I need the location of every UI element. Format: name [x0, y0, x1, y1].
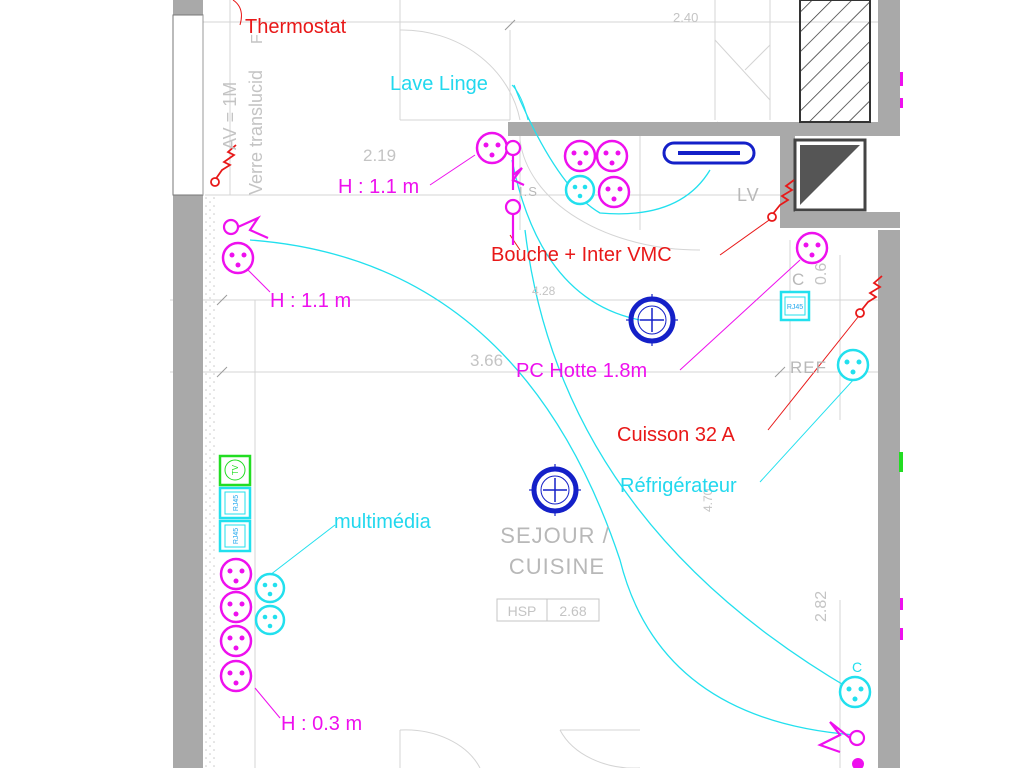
socket-partial-icon — [852, 758, 864, 768]
dimension-top-width: 2.40 — [673, 10, 698, 25]
ceiling-light-kitchen-icon — [626, 294, 678, 346]
height-label-bottom: H : 0.3 m — [281, 713, 362, 735]
tv-outlet-label: TV — [231, 464, 240, 475]
leader-lines — [232, 0, 863, 719]
wall-insulation — [203, 195, 217, 768]
socket-icon — [219, 557, 253, 591]
rj45-outlet: RJ45 — [779, 290, 811, 322]
rj45-outlet-label: RJ45 — [787, 304, 803, 311]
dimension-right-middle: 4.70 — [701, 488, 715, 512]
vertical-window-text: AV = 1M Verre translucid F — [220, 34, 266, 195]
lv-code-label: LV — [737, 185, 760, 205]
window-glass-text: Verre translucid — [246, 70, 266, 195]
socket-icon — [219, 590, 253, 624]
plan-lines — [170, 0, 900, 768]
bouche-vmc-label: Bouche + Inter VMC — [491, 244, 672, 266]
socket-icon — [254, 604, 286, 636]
socket-icon — [563, 139, 597, 173]
lave-linge-label: Lave Linge — [390, 73, 488, 95]
wall-marker — [899, 452, 903, 472]
room-name-line2: CUISINE — [509, 554, 605, 579]
wall-light-icon — [662, 141, 756, 165]
socket-group-left-magenta — [219, 241, 255, 693]
socket-icon — [597, 175, 631, 209]
socket-icon — [838, 675, 872, 709]
socket-icon — [836, 348, 870, 382]
pc-hotte-label: PC Hotte 1.8m — [516, 360, 647, 382]
room-name-line1: SEJOUR / — [500, 523, 609, 548]
socket-icon — [475, 131, 509, 165]
hsp-label: HSP — [508, 603, 537, 619]
switch-icon — [504, 139, 525, 190]
red-feed-marks — [210, 144, 883, 318]
dimension-ticks — [216, 19, 786, 378]
socket-icon — [254, 572, 286, 604]
is-code-label: I.S — [519, 184, 538, 199]
cyan-wiring — [249, 84, 856, 736]
dimension-left-upper: 2.19 — [363, 146, 396, 165]
cuisson-feed-icon — [855, 275, 883, 318]
thermostat-feed-icon — [210, 144, 237, 187]
duct-box — [793, 138, 867, 212]
tv-outlet: TV — [218, 454, 252, 487]
rj45-outlet: RJ45 — [218, 519, 252, 553]
dimension-right-lower: 2.82 — [813, 591, 830, 622]
rj45-outlet-label: RJ45 — [233, 495, 240, 511]
socket-group-cyan — [254, 174, 872, 709]
switch-icon — [504, 198, 522, 245]
switch-icon — [817, 721, 866, 754]
ref-code-label: REF — [790, 358, 827, 377]
window-height-text: AV = 1M — [220, 82, 240, 150]
socket-icon — [219, 659, 253, 693]
socket-icon — [221, 241, 255, 275]
socket-group-top-magenta — [475, 131, 829, 265]
c-code-label-cyan: C — [852, 659, 862, 675]
hatched-shaft — [799, 0, 871, 123]
dimension-left-middle: 3.66 — [470, 351, 503, 370]
lv-feed-icon — [767, 179, 795, 222]
ceiling-height-box: HSP 2.68 — [496, 598, 600, 622]
thermostat-label: Thermostat — [245, 16, 347, 38]
socket-icon — [595, 139, 629, 173]
rj45-outlet-label: RJ45 — [233, 528, 240, 544]
dimension-right-upper: 0.6 — [813, 263, 830, 285]
socket-icon — [564, 174, 596, 206]
switch-icon — [222, 215, 269, 240]
refrigerateur-label: Réfrigérateur — [620, 475, 737, 497]
switches — [222, 139, 866, 754]
window-code-text: F — [249, 34, 266, 44]
c-code-label: C — [792, 270, 805, 289]
wall-markers — [900, 72, 903, 640]
ceiling-light-living-icon — [529, 464, 581, 516]
walls — [173, 0, 900, 768]
height-label-left: H : 1.1 m — [270, 290, 351, 312]
multimedia-label: multimédia — [334, 511, 432, 533]
cuisson-label: Cuisson 32 A — [617, 424, 736, 446]
rj45-outlet: RJ45 — [218, 486, 252, 520]
height-label-top: H : 1.1 m — [338, 176, 419, 198]
socket-icon — [219, 624, 253, 658]
window-frame — [172, 14, 204, 196]
dimension-middle-width: 4.28 — [532, 284, 556, 298]
hsp-value: 2.68 — [559, 603, 586, 619]
socket-icon — [795, 231, 829, 265]
